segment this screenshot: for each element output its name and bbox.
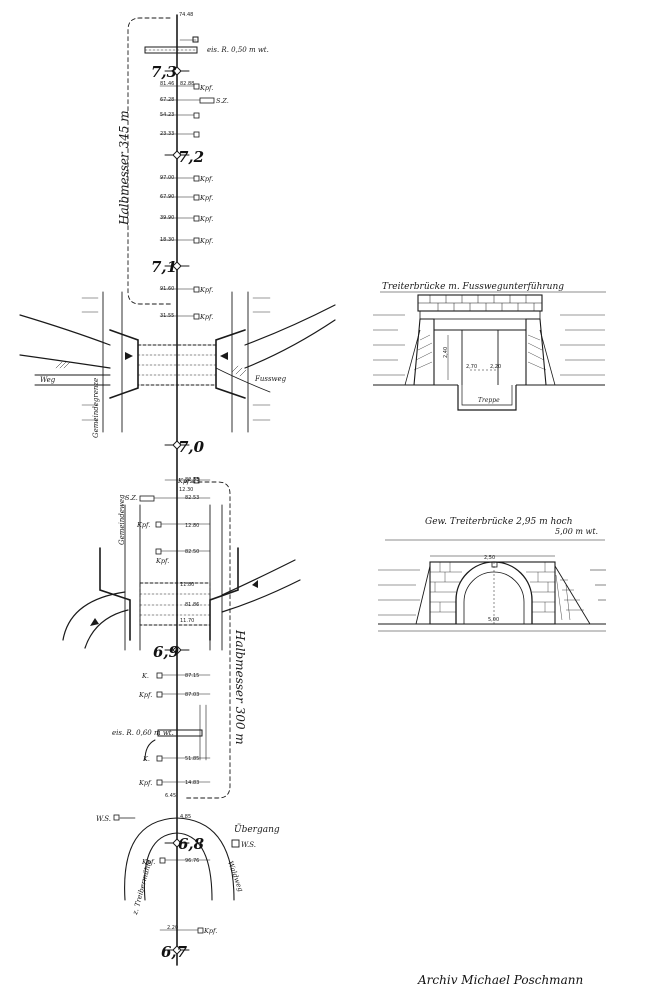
- svg-text:2,20: 2,20: [490, 364, 501, 370]
- label-weg: Weg: [40, 376, 56, 384]
- svg-text:18.30: 18.30: [160, 237, 174, 243]
- km-label-7-3: 7,3: [151, 63, 177, 81]
- svg-text:81.86: 81.86: [185, 602, 199, 608]
- svg-text:Kpf.: Kpf.: [136, 521, 150, 529]
- svg-text:82.50: 82.50: [185, 549, 199, 555]
- svg-text:Kpf.: Kpf.: [199, 175, 213, 183]
- label-gemeindeweg: Gemeindeweg: [118, 494, 126, 545]
- svg-text:31.55: 31.55: [160, 313, 174, 319]
- svg-text:23.33: 23.33: [160, 131, 174, 137]
- svg-text:87.15: 87.15: [185, 673, 199, 679]
- svg-text:Kpf.: Kpf.: [138, 779, 152, 787]
- label-uebergang: Übergang: [234, 823, 280, 835]
- elevation-values: 81.46 82.88 67.28 54.23 23.33 97.00 67.9…: [160, 81, 199, 931]
- svg-text:51.85: 51.85: [185, 756, 199, 762]
- svg-text:11.70: 11.70: [180, 618, 194, 624]
- km-label-6-7: 6,7: [161, 943, 188, 961]
- svg-text:2.20: 2.20: [167, 925, 178, 931]
- svg-text:Kpf.: Kpf.: [199, 215, 213, 223]
- label-ws-left: W.S.: [96, 815, 111, 823]
- curve-bracket-upper: [127, 17, 173, 305]
- label-fussweg: Fussweg: [254, 375, 287, 383]
- label-treibmuehle: z. Treibermühle: [131, 859, 154, 917]
- svg-text:Kpf.: Kpf.: [141, 858, 155, 866]
- pipe-label-top: eis. R. 0,50 m wt.: [207, 46, 269, 54]
- km-labels: 7,3 7,2 7,1 7,0 6,9 6,8 6,7: [151, 63, 205, 961]
- svg-text:2,70: 2,70: [466, 364, 477, 370]
- bridge-crossing-lower: [62, 504, 301, 651]
- svg-text:87.03: 87.03: [185, 692, 199, 698]
- archive-credit: Archiv Michael Poschmann: [418, 973, 584, 987]
- detail-bridge-footway: Treiterbrücke m. Fusswegunterführung: [373, 282, 606, 411]
- marker-squares: [139, 83, 215, 934]
- svg-text:81.46: 81.46: [160, 81, 174, 87]
- pipe-label-lower: eis. R. 0,60 m wt.: [112, 729, 174, 737]
- km-label-6-9: 6,9: [153, 643, 180, 661]
- svg-text:2,40: 2,40: [443, 347, 449, 358]
- detail-2-title: Gew. Treiterbrücke 2,95 m hoch: [425, 517, 573, 527]
- svg-text:Kpf.: Kpf.: [199, 194, 213, 202]
- svg-text:82.53: 82.53: [185, 495, 199, 501]
- svg-text:54.23: 54.23: [160, 112, 174, 118]
- svg-text:67.90: 67.90: [160, 194, 174, 200]
- svg-text:5,00: 5,00: [488, 617, 499, 623]
- svg-text:91.60: 91.60: [160, 286, 174, 292]
- km-label-7-1: 7,1: [151, 258, 177, 276]
- svg-text:11.80: 11.80: [180, 582, 194, 588]
- svg-text:Treppe: Treppe: [478, 397, 500, 404]
- svg-text:97.00: 97.00: [160, 175, 174, 181]
- svg-text:96.76: 96.76: [185, 858, 199, 864]
- bridge-crossing-upper: [19, 291, 336, 433]
- label-waldweg: Waldweg: [226, 860, 245, 893]
- curve-bracket-lower: [183, 481, 231, 799]
- radius-label-upper: Halbmesser 345 m: [117, 110, 131, 226]
- svg-text:82.53: 82.53: [185, 477, 199, 483]
- km-label-7-0: 7,0: [178, 438, 205, 456]
- label-gemeindegrenze: Gemeindegrenze: [92, 378, 100, 438]
- svg-text:2,50: 2,50: [484, 555, 495, 561]
- radius-label-lower: Halbmesser 300 m: [233, 629, 247, 745]
- svg-text:Kpf.: Kpf.: [203, 927, 217, 935]
- svg-text:K.: K.: [142, 755, 150, 763]
- svg-text:Kpf.: Kpf.: [199, 286, 213, 294]
- svg-text:12.30: 12.30: [179, 487, 193, 493]
- svg-text:4.85: 4.85: [180, 814, 191, 820]
- marker-labels: Kpf. S.Z. Kpf. Kpf. Kpf. Kpf. Kpf. Kpf. …: [125, 84, 229, 935]
- svg-text:14.83: 14.83: [185, 780, 199, 786]
- svg-text:Kpf.: Kpf.: [199, 237, 213, 245]
- svg-text:K.: K.: [141, 672, 149, 680]
- top-elevation: 74.48: [179, 12, 193, 18]
- km-label-7-2: 7,2: [178, 148, 204, 166]
- svg-text:12.80: 12.80: [185, 523, 199, 529]
- svg-text:Kpf.: Kpf.: [199, 313, 213, 321]
- svg-text:67.28: 67.28: [160, 97, 174, 103]
- svg-text:S.Z.: S.Z.: [125, 494, 138, 502]
- detail-2-subtitle: 5,00 m wt.: [555, 527, 598, 536]
- svg-text:S.Z.: S.Z.: [216, 97, 229, 105]
- detail-1-title: Treiterbrücke m. Fusswegunterführung: [382, 282, 564, 292]
- svg-text:Kpf.: Kpf.: [138, 691, 152, 699]
- svg-text:82.88: 82.88: [180, 81, 194, 87]
- detail-bridge-arched: Gew. Treiterbrücke 2,95 m hoch 5,00 m wt…: [378, 517, 606, 632]
- svg-text:Kpf.: Kpf.: [155, 557, 169, 565]
- pipe-crossing-top: [144, 36, 199, 54]
- label-ws-right: W.S.: [241, 841, 256, 849]
- leader-lines: [153, 85, 211, 931]
- pipe-crossing-lower: [144, 704, 207, 761]
- svg-text:39.90: 39.90: [160, 215, 174, 221]
- svg-text:Kpf.: Kpf.: [177, 477, 191, 485]
- svg-text:6.45: 6.45: [165, 793, 176, 799]
- svg-text:Kpf.: Kpf.: [199, 84, 213, 92]
- km-label-6-8: 6,8: [178, 835, 205, 853]
- road-overpass: [113, 814, 240, 901]
